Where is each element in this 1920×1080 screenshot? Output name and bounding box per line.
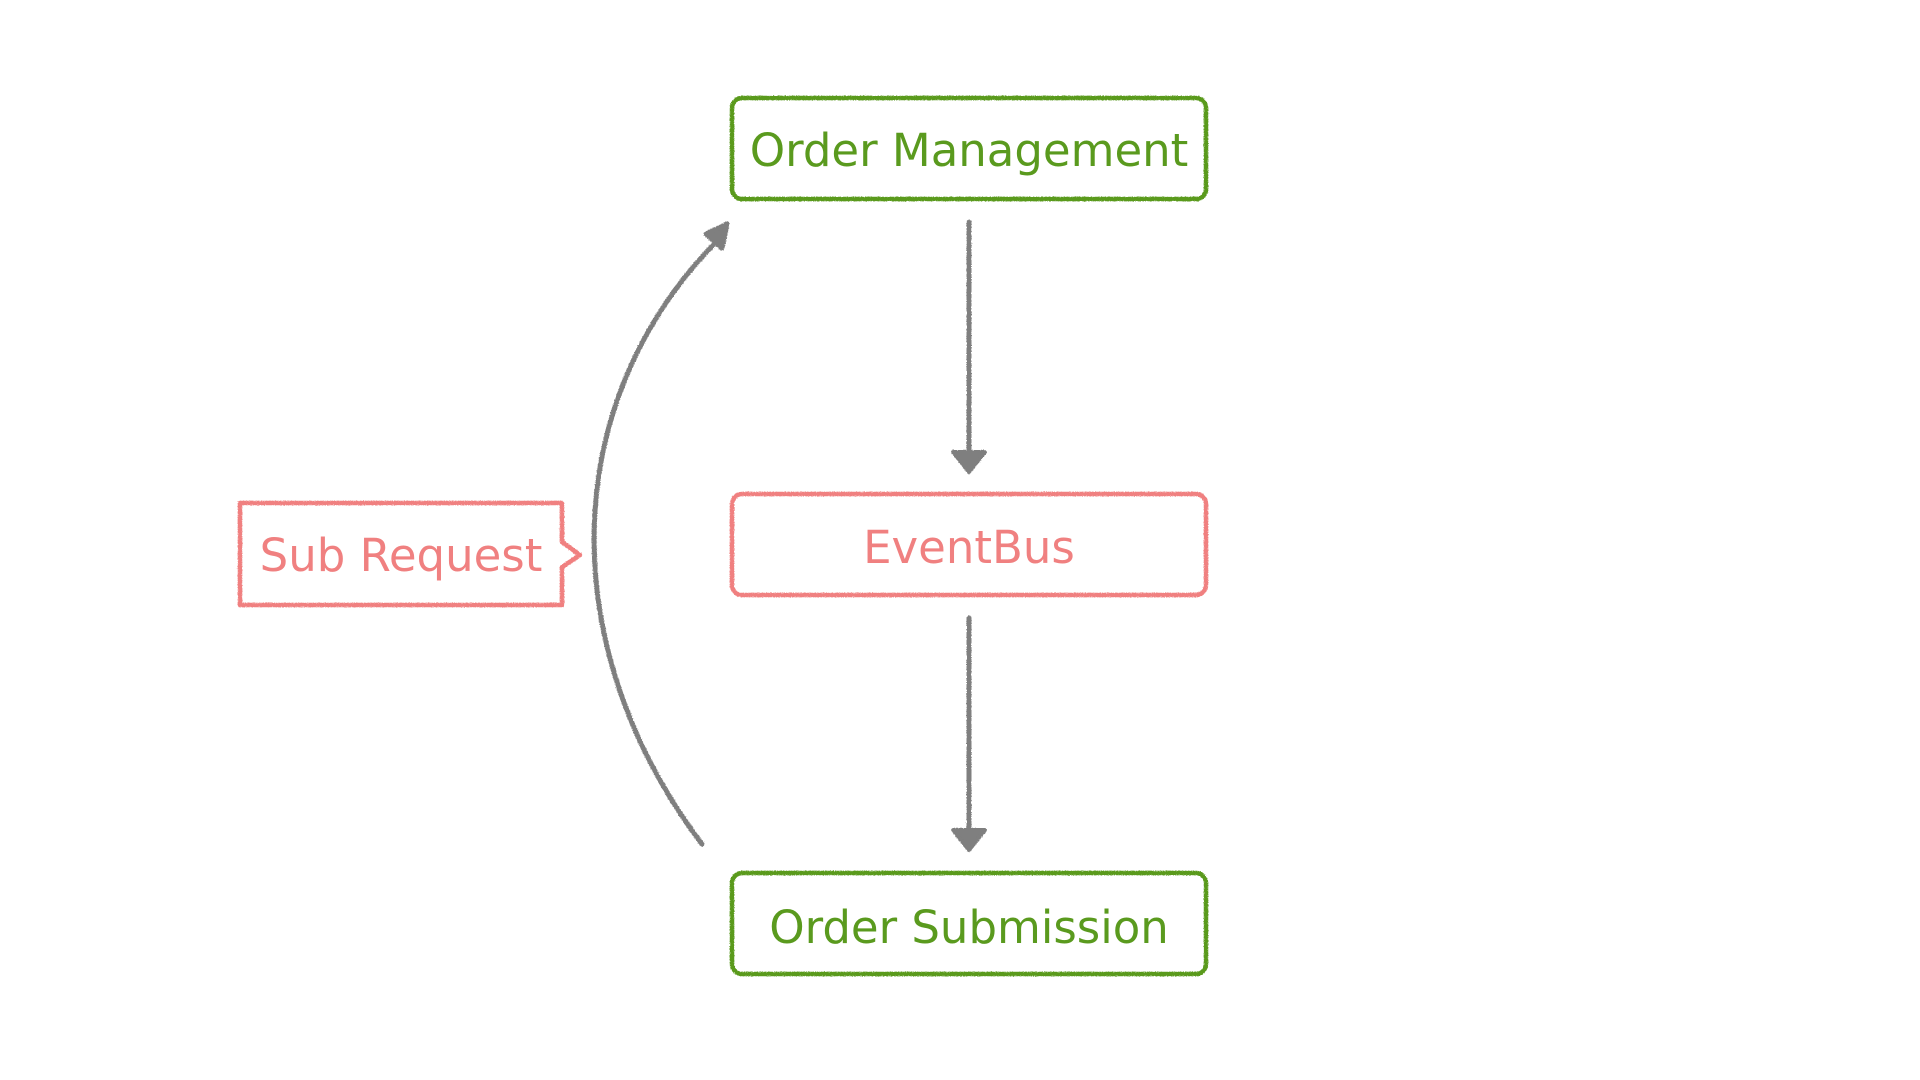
curved-arrow-shaft [591, 233, 725, 847]
order-management-box [729, 95, 1209, 202]
sub-request-callout-box [237, 500, 583, 608]
arrowhead-icon [703, 221, 730, 251]
order-management-node: Order Management [729, 95, 1209, 202]
order-submission-label: Order Submission [769, 901, 1169, 954]
arrowhead-icon [951, 828, 987, 852]
sub-request-callout: Sub Request [237, 500, 583, 608]
arrow-eventbus-to-submission [951, 615, 987, 852]
event-bus-box [729, 491, 1209, 598]
arrowhead-icon [951, 450, 987, 474]
order-submission-box [729, 870, 1209, 977]
event-bus-node: EventBus [729, 491, 1209, 598]
arrow-management-to-eventbus [951, 219, 987, 474]
order-submission-node: Order Submission [729, 870, 1209, 977]
arrow-submission-to-management [591, 221, 730, 847]
sub-request-label: Sub Request [260, 529, 543, 582]
order-management-label: Order Management [750, 124, 1189, 177]
event-bus-label: EventBus [863, 521, 1075, 574]
